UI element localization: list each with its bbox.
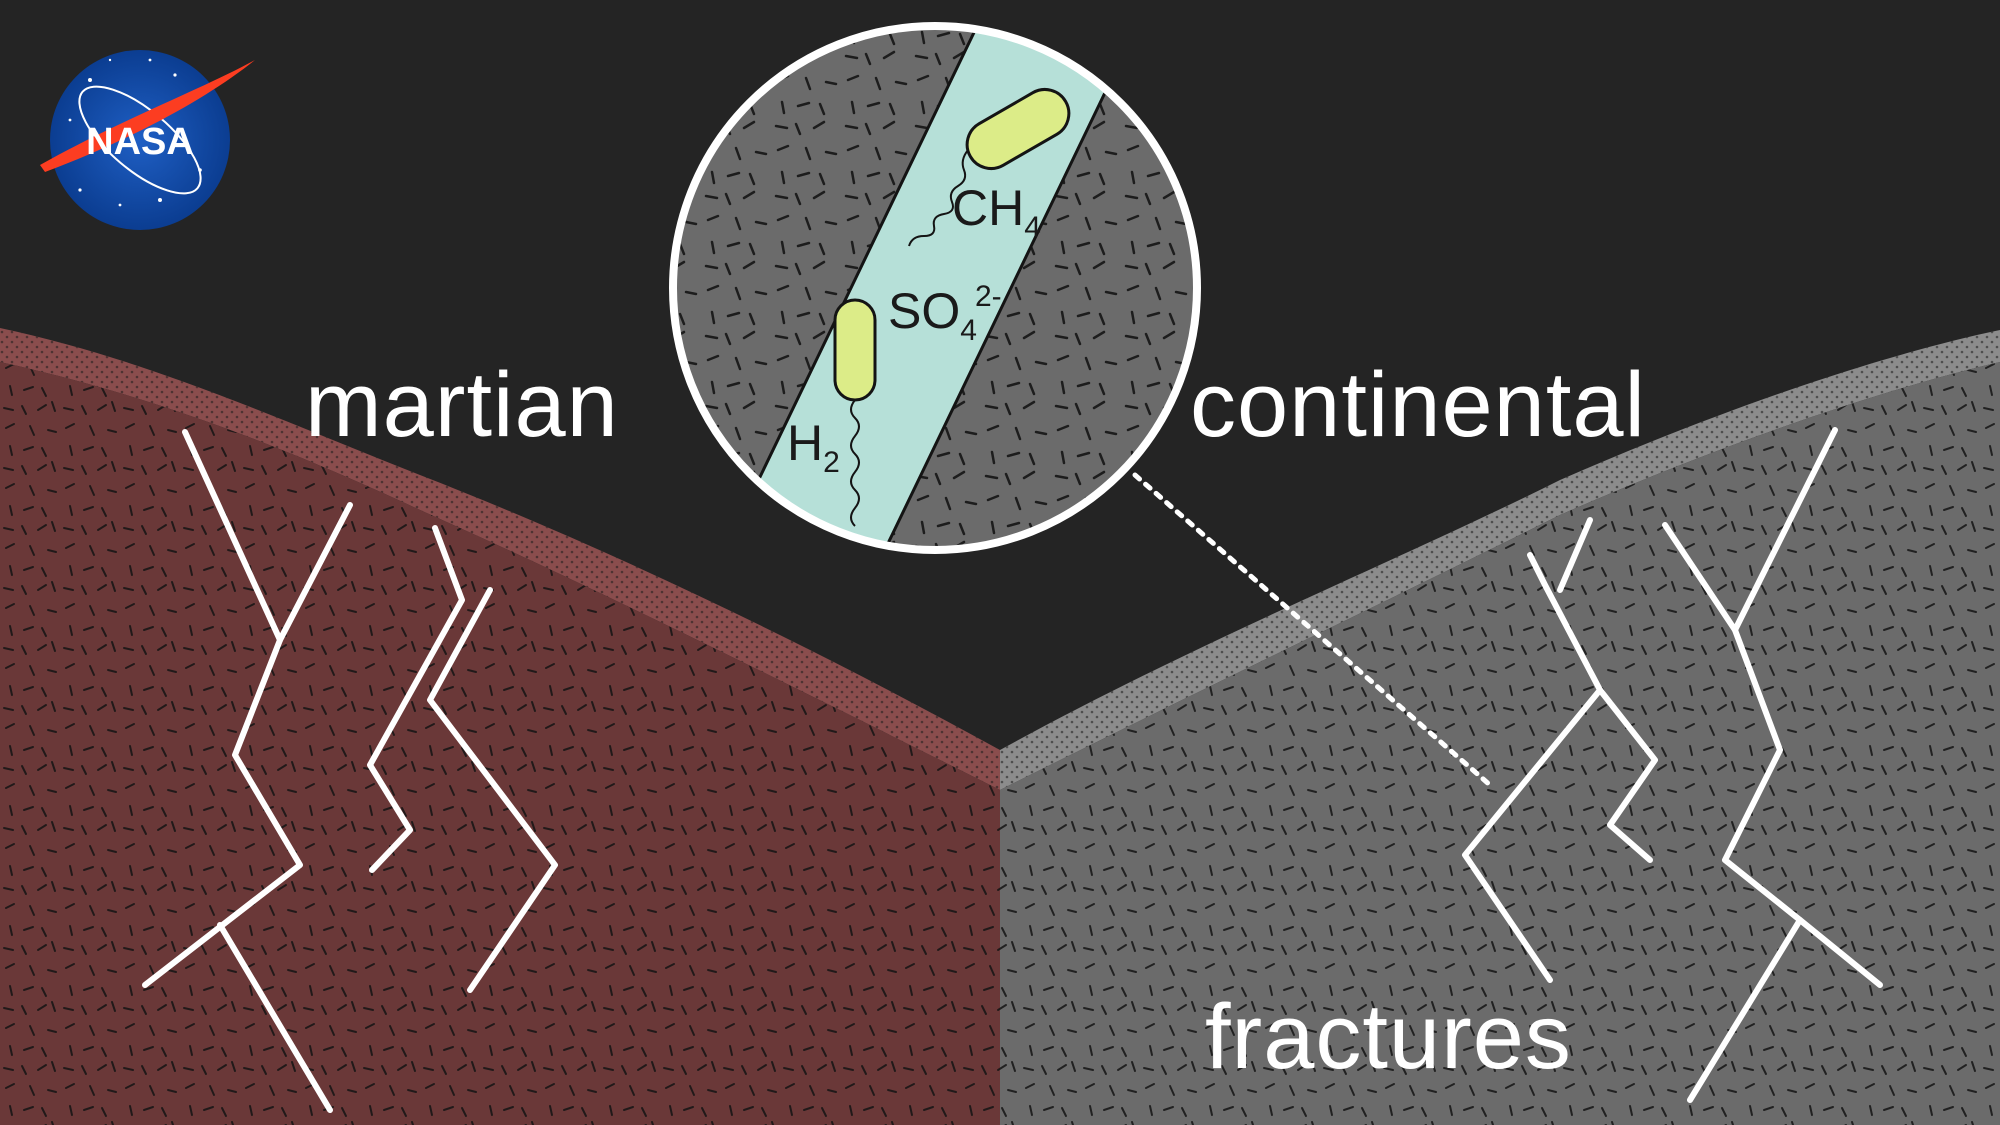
label-martian: martian: [305, 354, 619, 456]
inset-fracture-water: [717, 26, 1143, 550]
nasa-logo: NASA: [40, 50, 255, 230]
microbe-bottom: [833, 298, 877, 527]
sulfate-sub: 4: [960, 314, 977, 347]
martian-soil-dots: [0, 328, 1000, 790]
continental-rock-texture: [1000, 362, 2000, 1125]
nasa-vector-swoosh: [40, 60, 255, 172]
sulfate-base: SO: [888, 283, 960, 339]
connector-line: [1132, 472, 1493, 788]
microbe-top: [908, 88, 1071, 247]
inset-circle: CH4 SO42- H2: [669, 22, 1201, 554]
label-fractures: fractures: [1205, 986, 1572, 1088]
continental-soil-dots: [1000, 330, 2000, 790]
hydrogen-label: H2: [787, 415, 840, 479]
methane-label: CH4: [952, 180, 1041, 244]
hydrogen-base: H: [787, 415, 823, 471]
label-continental: continental: [1190, 354, 1646, 456]
methane-sub: 4: [1024, 211, 1041, 244]
sulfate-sup: 2-: [975, 280, 1002, 313]
methane-base: CH: [952, 180, 1024, 236]
martian-fractures: [142, 429, 558, 1113]
sulfate-label: SO42-: [888, 280, 1002, 347]
nasa-logo-text: NASA: [86, 121, 194, 163]
continental-fractures: [1462, 427, 1883, 1103]
martian-rock-texture: [0, 362, 1000, 1125]
hydrogen-sub: 2: [823, 446, 840, 479]
